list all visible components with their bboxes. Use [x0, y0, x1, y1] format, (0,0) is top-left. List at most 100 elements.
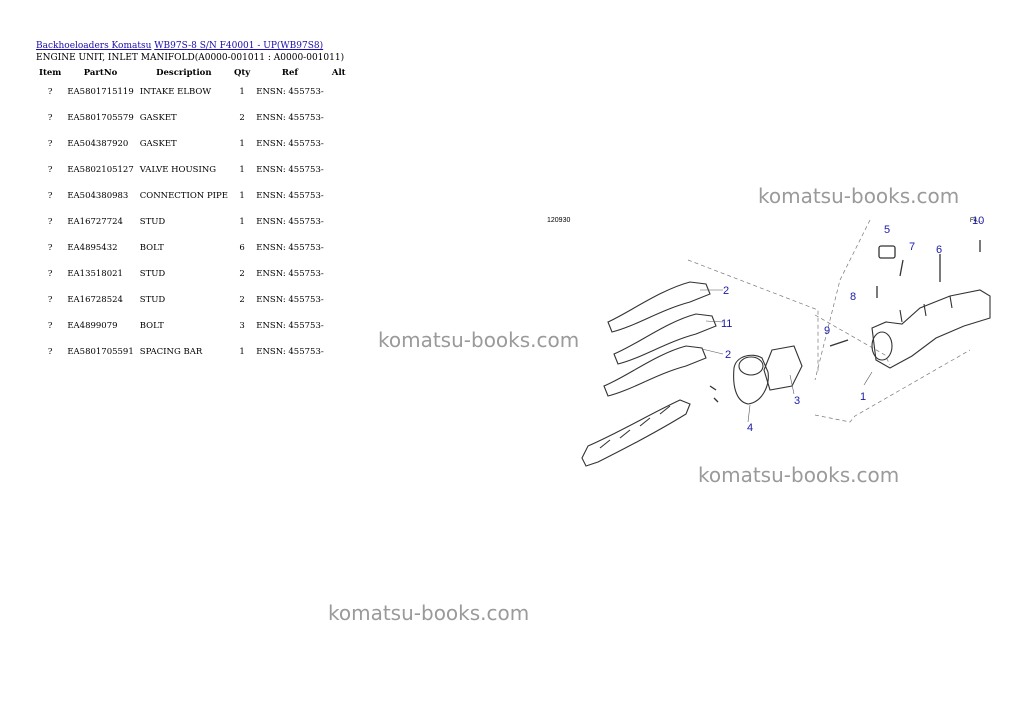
table-row: ? EA5802105127 VALVE HOUSING 1 ENSN: 455753- — [36, 157, 351, 183]
cell-qty: 2 — [239, 113, 245, 123]
cell-partno: EA13518021 — [67, 269, 123, 279]
cell-qty: 3 — [239, 321, 245, 331]
cell-description: STUD — [139, 295, 166, 305]
valve-housing-shape — [733, 345, 803, 405]
page-title: ENGINE UNIT, INLET MANIFOLD(A0000-001011… — [36, 53, 345, 63]
watermark-text: komatsu-books.com — [758, 184, 960, 208]
cell-partno: EA5801705579 — [67, 113, 134, 123]
callout-label: 3 — [794, 395, 800, 407]
cell-ref: ENSN: 455753- — [256, 191, 324, 201]
cell-qty: 2 — [239, 295, 245, 305]
column-header-description: Description — [156, 67, 212, 78]
cell-description: VALVE HOUSING — [139, 165, 217, 175]
cell-ref: ENSN: 455753- — [256, 347, 324, 357]
callout-label: 2 — [723, 285, 729, 297]
callout-label: 6 — [936, 244, 942, 256]
parts-table: Item PartNo Description Qty Ref Alt ? EA5… — [36, 66, 351, 365]
cell-partno: EA16727724 — [67, 217, 123, 227]
cell-alt — [327, 131, 351, 157]
cell-item: ? — [47, 295, 53, 305]
cell-item: ? — [47, 243, 53, 253]
gasket-shapes — [603, 281, 717, 397]
callout-label: 7 — [909, 241, 915, 253]
cell-partno: EA504387920 — [67, 139, 129, 149]
cell-partno: EA5801715119 — [67, 87, 134, 97]
cell-description: STUD — [139, 217, 166, 227]
lower-manifold-shape — [581, 399, 691, 467]
cell-description: BOLT — [139, 321, 164, 331]
cell-partno: EA5802105127 — [67, 165, 134, 175]
cell-description: STUD — [139, 269, 166, 279]
cell-ref: ENSN: 455753- — [256, 243, 324, 253]
inlet-manifold-shape — [871, 289, 991, 369]
callout-label: 5 — [884, 224, 890, 236]
cell-alt — [327, 183, 351, 209]
watermark-text: komatsu-books.com — [378, 328, 580, 352]
cell-partno: EA5801705591 — [67, 347, 134, 357]
table-row: ? EA5801705579 GASKET 2 ENSN: 455753- — [36, 105, 351, 131]
breadcrumb-link-model[interactable]: WB97S-8 S/N F40001 - UP(WB97S8) — [154, 41, 324, 51]
cell-description: SPACING BAR — [139, 347, 203, 357]
cell-alt — [327, 157, 351, 183]
breadcrumb-link-category[interactable]: Backhoeloaders Komatsu — [36, 41, 152, 51]
cell-partno: EA16728524 — [67, 295, 123, 305]
cell-description: GASKET — [139, 113, 177, 123]
cell-alt — [327, 287, 351, 313]
cell-item: ? — [47, 321, 53, 331]
callout-label: 1 — [860, 391, 866, 403]
cell-item: ? — [47, 87, 53, 97]
cell-ref: ENSN: 455753- — [256, 113, 324, 123]
cell-item: ? — [47, 347, 53, 357]
cell-qty: 2 — [239, 269, 245, 279]
cell-item: ? — [47, 139, 53, 149]
cell-ref: ENSN: 455753- — [256, 165, 324, 175]
cell-qty: 1 — [239, 191, 245, 201]
table-row: ? EA16728524 STUD 2 ENSN: 455753- — [36, 287, 351, 313]
cell-qty: 1 — [239, 165, 245, 175]
callout-label: 8 — [850, 291, 856, 303]
cell-ref: ENSN: 455753- — [256, 217, 324, 227]
callout-label: 2 — [725, 349, 731, 361]
cell-qty: 1 — [239, 139, 245, 149]
cell-alt — [327, 79, 351, 105]
callout-label: 11 — [721, 318, 732, 330]
cell-partno: EA4899079 — [67, 321, 118, 331]
cell-ref: ENSN: 455753- — [256, 295, 324, 305]
table-row: ? EA5801705591 SPACING BAR 1 ENSN: 455753- — [36, 339, 351, 365]
cell-ref: ENSN: 455753- — [256, 269, 324, 279]
cell-ref: ENSN: 455753- — [256, 87, 324, 97]
table-row: ? EA504387920 GASKET 1 ENSN: 455753- — [36, 131, 351, 157]
cell-ref: ENSN: 455753- — [256, 139, 324, 149]
cell-description: CONNECTION PIPE — [139, 191, 228, 201]
cell-item: ? — [47, 217, 53, 227]
cell-alt — [327, 313, 351, 339]
fastener-shapes — [709, 240, 981, 403]
cell-item: ? — [47, 165, 53, 175]
cell-alt — [327, 261, 351, 287]
cell-qty: 1 — [239, 217, 245, 227]
column-header-qty: Qty — [233, 67, 251, 78]
cell-alt — [327, 209, 351, 235]
cell-description: GASKET — [139, 139, 177, 149]
callout-label: 10 — [972, 215, 984, 227]
cell-item: ? — [47, 113, 53, 123]
diagram-code: 120930 — [547, 217, 570, 224]
cell-ref: ENSN: 455753- — [256, 321, 324, 331]
column-header-alt: Alt — [331, 67, 346, 78]
cell-alt — [327, 339, 351, 365]
callout-label: 4 — [747, 422, 753, 434]
cell-description: BOLT — [139, 243, 164, 253]
cell-partno: EA504380983 — [67, 191, 129, 201]
cell-description: INTAKE ELBOW — [139, 87, 212, 97]
cell-qty: 1 — [239, 347, 245, 357]
watermark-text: komatsu-books.com — [698, 463, 900, 487]
watermark-text: komatsu-books.com — [328, 601, 530, 625]
column-header-partno: PartNo — [83, 67, 118, 78]
callout-label: 9 — [824, 325, 830, 337]
diagram-corner-code: F4... — [970, 218, 982, 224]
exploded-parts-diagram: 120930 F4... — [547, 215, 991, 467]
column-header-item: Item — [39, 67, 62, 78]
column-header-ref: Ref — [281, 67, 299, 78]
